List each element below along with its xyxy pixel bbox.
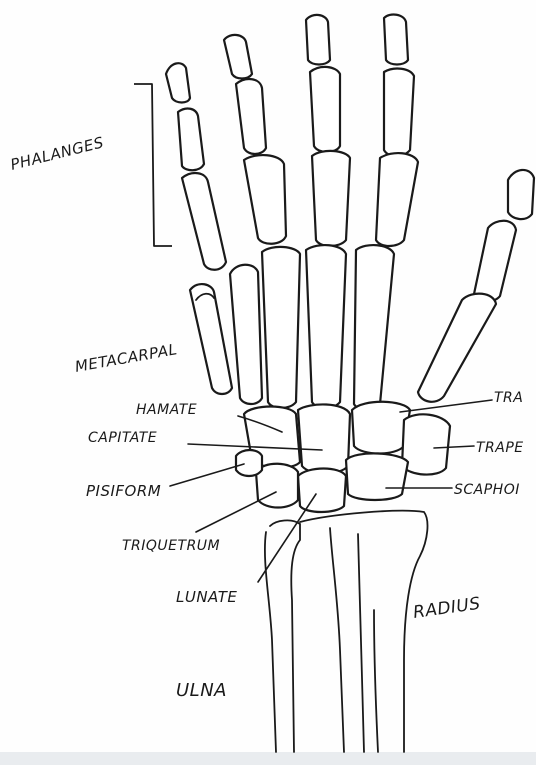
trapezium-label: TRAPE bbox=[476, 440, 524, 456]
index-distal-phalanx bbox=[384, 15, 408, 65]
ring-distal-phalanx bbox=[224, 35, 252, 79]
scaphoid-label: SCAPHOI bbox=[454, 482, 520, 498]
forearm bbox=[265, 511, 428, 752]
little-proximal-phalanx bbox=[182, 173, 226, 270]
lunate-label: LUNATE bbox=[176, 588, 237, 606]
phalanges-label: PHALANGES bbox=[9, 133, 106, 174]
lunate-bone bbox=[298, 469, 346, 513]
index-proximal-phalanx bbox=[376, 153, 418, 246]
pisiform-leader bbox=[170, 464, 244, 486]
pisiform-bone bbox=[236, 450, 262, 476]
little-distal-phalanx bbox=[166, 63, 190, 102]
trapezium-bone bbox=[402, 414, 450, 474]
triquetrum-label: TRIQUETRUM bbox=[122, 538, 220, 554]
hamate-label: HAMATE bbox=[136, 402, 197, 418]
thumb-distal-phalanx bbox=[508, 170, 534, 219]
metacarpal-label: METACARPAL bbox=[74, 340, 179, 376]
trapezoid-bone bbox=[352, 402, 410, 454]
index-metacarpal bbox=[354, 245, 394, 410]
capitate-label: CAPITATE bbox=[88, 430, 157, 446]
pisiform-label: PISIFORM bbox=[86, 482, 161, 500]
middle-metacarpal-2 bbox=[306, 245, 346, 408]
thumb-metacarpal bbox=[418, 294, 496, 402]
phalanges-bracket bbox=[134, 84, 172, 246]
middle-distal-phalanx bbox=[306, 15, 330, 65]
middle-proximal-phalanx bbox=[312, 151, 350, 246]
middle-middle-phalanx bbox=[310, 67, 340, 152]
radius-label: RADIUS bbox=[412, 594, 482, 623]
ulna-label: ULNA bbox=[176, 680, 227, 701]
thumb bbox=[418, 170, 534, 402]
index-middle-phalanx bbox=[384, 69, 414, 156]
trapezoid-label: TRA bbox=[494, 390, 523, 406]
scan-edge bbox=[0, 752, 536, 765]
ring-metacarpal bbox=[230, 265, 262, 404]
middle-metacarpal bbox=[262, 247, 300, 408]
trapezoid-leader bbox=[400, 400, 492, 412]
ring-middle-phalanx bbox=[236, 79, 266, 154]
little-middle-phalanx bbox=[178, 109, 204, 171]
ulna-bone bbox=[265, 520, 300, 752]
scaphoid-bone bbox=[346, 453, 408, 500]
thumb-proximal-phalanx bbox=[474, 221, 516, 301]
triquetrum-leader bbox=[196, 492, 276, 532]
capitate-bone bbox=[298, 404, 350, 473]
index-finger bbox=[354, 15, 418, 410]
ring-proximal-phalanx bbox=[244, 155, 286, 244]
